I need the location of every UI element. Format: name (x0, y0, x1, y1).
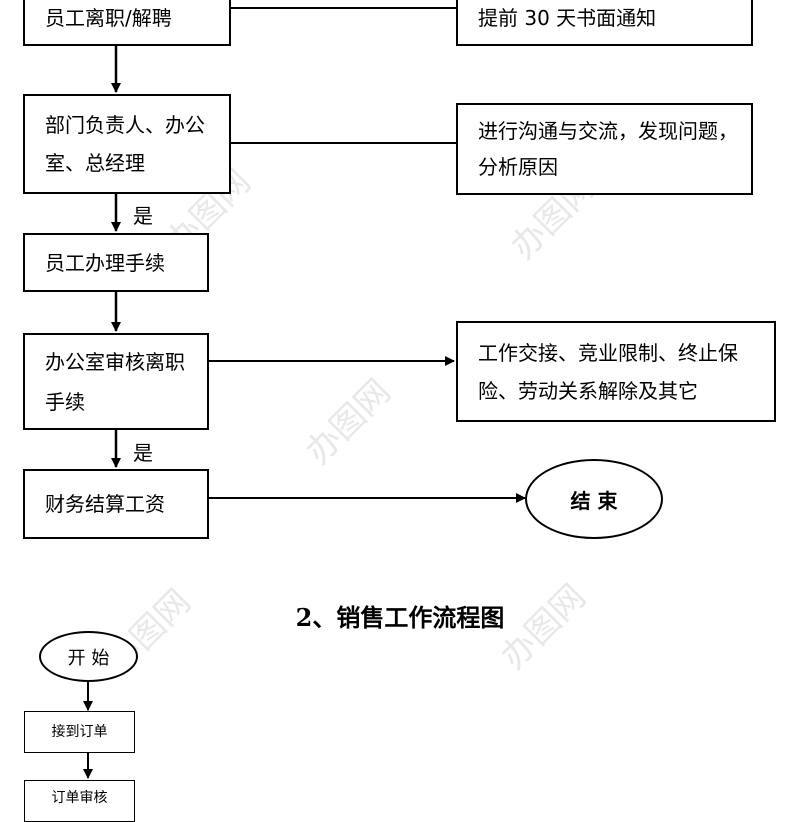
edge-label-yes-1: 是 (133, 204, 153, 228)
node-finance-label: 财务结算工资 (45, 492, 165, 516)
node-finance: 财务结算工资 (23, 469, 209, 539)
node-receive-order-label: 接到订单 (51, 724, 108, 740)
node-end: 结 束 (525, 459, 663, 539)
node-resign-label: 员工离职/解聘 (45, 6, 172, 30)
node-communicate-label: 进行沟通与交流，发现问题，分析原因 (478, 119, 738, 179)
node-start: 开 始 (39, 631, 138, 682)
node-dept-head-label: 部门负责人、办公室、总经理 (45, 113, 205, 175)
node-handover: 工作交接、竞业限制、终止保险、劳动关系解除及其它 (456, 321, 776, 422)
section-2-title: 2、销售工作流程图 (295, 603, 505, 632)
edge-label-yes-2: 是 (133, 441, 153, 465)
node-office-review-label: 办公室审核离职手续 (45, 349, 185, 414)
node-start-label: 开 始 (67, 647, 110, 669)
node-dept-head: 部门负责人、办公室、总经理 (23, 94, 231, 194)
node-notice: 提前 30 天书面通知 (456, 0, 753, 46)
node-order-review: 订单审核 (24, 780, 135, 822)
node-order-review-label: 订单审核 (51, 790, 108, 806)
node-receive-order: 接到订单 (24, 711, 135, 753)
node-handover-label: 工作交接、竞业限制、终止保险、劳动关系解除及其它 (478, 340, 738, 403)
node-procedures: 员工办理手续 (23, 233, 209, 292)
node-communicate: 进行沟通与交流，发现问题，分析原因 (456, 103, 753, 195)
node-procedures-label: 员工办理手续 (45, 250, 165, 275)
node-office-review: 办公室审核离职手续 (23, 333, 209, 430)
node-end-label: 结 束 (570, 488, 618, 513)
node-resign: 员工离职/解聘 (23, 0, 231, 46)
node-notice-label: 提前 30 天书面通知 (478, 6, 657, 30)
flow-connectors (83, 7, 526, 779)
